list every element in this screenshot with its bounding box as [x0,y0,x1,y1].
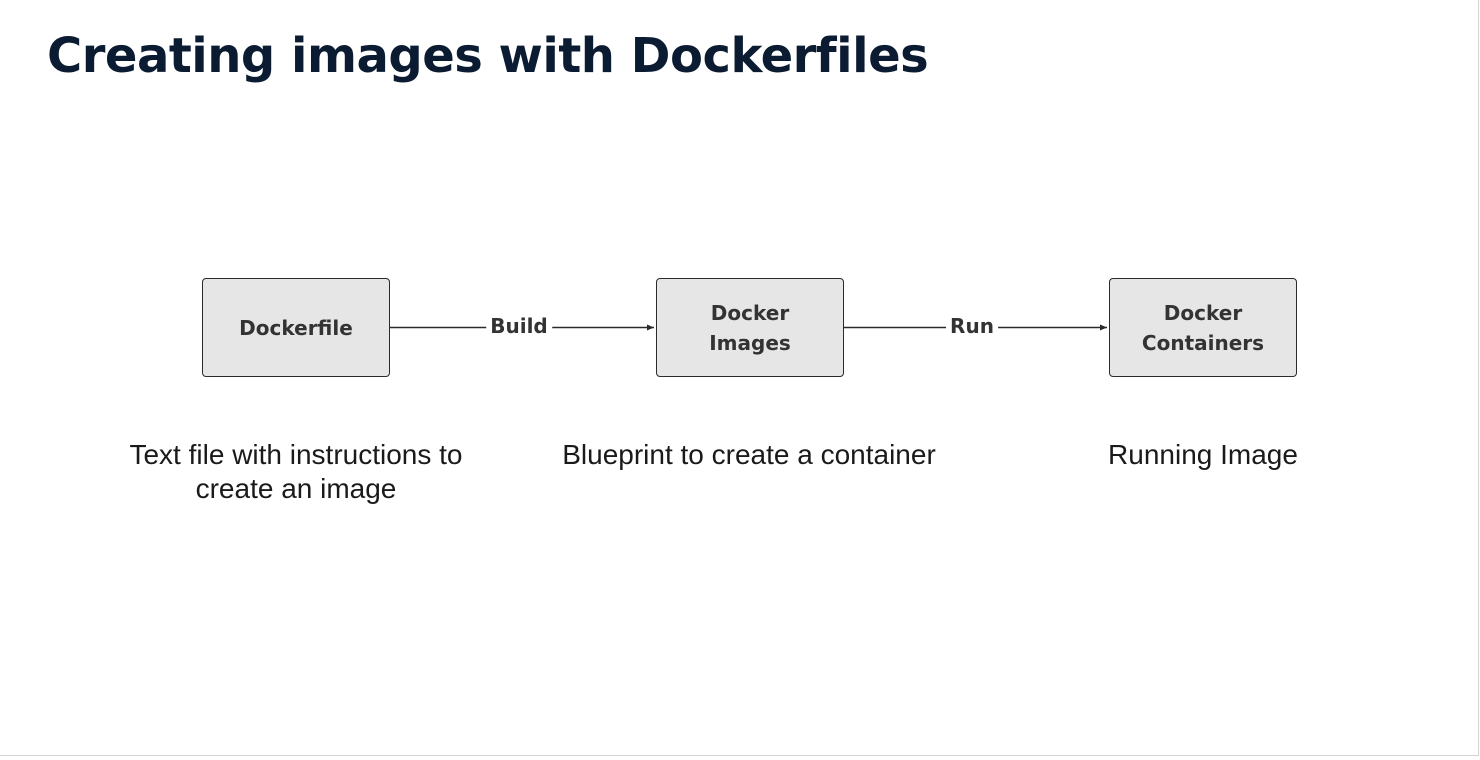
caption-docker-images: Blueprint to create a container [562,439,936,470]
caption-dockerfile: Text file with instructions to create an… [129,439,463,504]
slide-title: Creating images with Dockerfiles [47,28,929,84]
edge-label-build: Build [486,312,552,340]
caption-docker-containers: Running Image [1108,439,1298,470]
node-docker-images: Docker Images [656,278,844,377]
node-dockerfile: Dockerfile [202,278,390,377]
node-docker-containers: Docker Containers [1109,278,1297,377]
edge-label-run: Run [946,312,998,340]
